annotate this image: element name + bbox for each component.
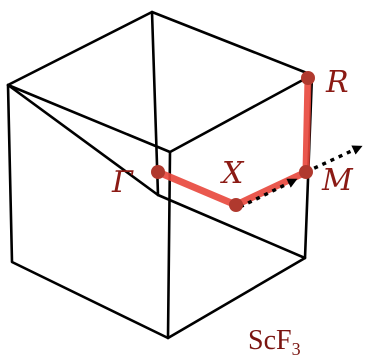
material-formula-base: ScF <box>248 325 292 356</box>
material-formula: ScF3 <box>248 325 301 359</box>
point-m-label: M <box>321 163 354 198</box>
point-r-marker <box>301 71 315 85</box>
point-m-marker <box>299 165 313 179</box>
arrow-x-to-m-direction <box>239 178 298 209</box>
point-gamma-marker <box>151 165 165 179</box>
cube-edge-back-left <box>6 83 160 197</box>
cube-edge-front-top-right <box>168 73 314 154</box>
point-x-label: X <box>220 156 245 191</box>
cube-edge-front-top-left <box>6 83 172 154</box>
cube-edge-back-bottom <box>156 193 307 260</box>
point-r-label: R <box>325 65 349 100</box>
high-symmetry-path <box>154 74 312 209</box>
point-gamma-label: Γ <box>111 165 134 200</box>
cube-edge-back-vertical <box>150 10 160 197</box>
point-x-marker <box>229 198 243 212</box>
material-formula-subscript: 3 <box>292 339 301 359</box>
arrow-m-outward <box>305 145 363 174</box>
cube-edge-front-vertical <box>166 150 172 340</box>
